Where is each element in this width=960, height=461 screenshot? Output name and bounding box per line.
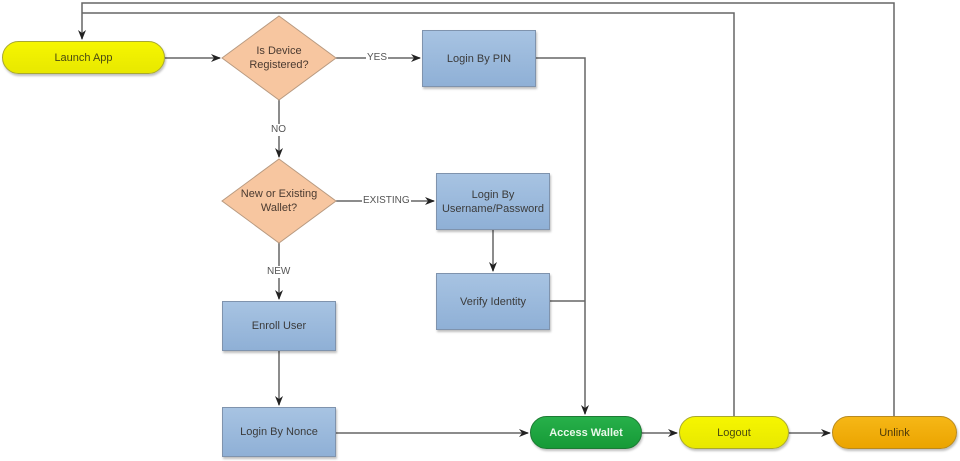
edge-label-new: NEW (266, 266, 292, 278)
node-label: Unlink (879, 426, 910, 439)
node-login-by-pin[interactable]: Login By PIN (422, 30, 536, 87)
decision-is-device-registered[interactable]: Is Device Registered? (232, 42, 326, 74)
edge-label-existing: EXISTING (362, 195, 411, 207)
node-label-line-1: Login By (471, 188, 515, 201)
node-logout[interactable]: Logout (679, 416, 789, 449)
node-login-by-username-password[interactable]: Login By Username/Password (436, 173, 550, 230)
node-unlink[interactable]: Unlink (832, 416, 957, 449)
node-label: Login By PIN (446, 52, 512, 65)
decision-is-device-registered-shape (221, 15, 337, 101)
decision-line-1: Is Device (256, 45, 302, 57)
node-access-wallet[interactable]: Access Wallet (530, 416, 642, 449)
node-login-by-nonce[interactable]: Login By Nonce (222, 407, 336, 457)
edge-logout-to-launch (82, 12, 735, 416)
decision-line-1: New or Existing (240, 188, 318, 200)
node-verify-identity[interactable]: Verify Identity (436, 273, 550, 330)
edge-label-no: NO (270, 124, 287, 136)
node-label: Verify Identity (459, 295, 527, 308)
decision-new-or-existing-wallet[interactable]: New or Existing Wallet? (226, 185, 332, 217)
node-label: Enroll User (251, 320, 307, 332)
node-label-line-2: Username/Password (441, 202, 545, 215)
node-label: Access Wallet (549, 426, 623, 439)
decision-new-or-existing-shape (221, 158, 337, 244)
node-label: Login By Nonce (240, 426, 318, 438)
decision-line-2: Registered? (249, 59, 309, 71)
node-label: Launch App (54, 51, 113, 64)
edge-unlink-to-launch (78, 2, 895, 416)
node-launch-app[interactable]: Launch App (2, 41, 165, 74)
decision-line-2: Wallet? (260, 202, 298, 214)
node-label: Logout (717, 426, 751, 439)
edge-label-yes: YES (366, 52, 389, 64)
node-enroll-user[interactable]: Enroll User (222, 301, 336, 351)
edge-pin-to-access (536, 57, 589, 415)
